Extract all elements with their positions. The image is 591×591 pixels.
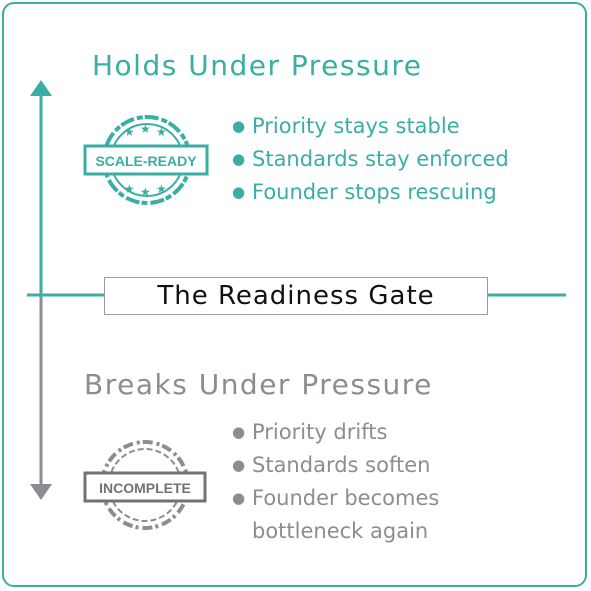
svg-text:★: ★ bbox=[124, 125, 135, 139]
gate-box: The Readiness Gate bbox=[104, 277, 488, 315]
top-heading: Holds Under Pressure bbox=[92, 49, 423, 82]
gate-label: The Readiness Gate bbox=[157, 281, 435, 311]
top-bullet-list: Priority stays stable Standards stay enf… bbox=[232, 110, 509, 209]
top-bullet-item: Priority stays stable bbox=[232, 110, 509, 143]
top-bullet-item: Standards stay enforced bbox=[232, 143, 509, 176]
svg-text:★: ★ bbox=[124, 182, 135, 196]
bottom-bullet-item: Founder becomes bottleneck again bbox=[232, 482, 477, 548]
incomplete-stamp-label: INCOMPLETE bbox=[99, 480, 191, 496]
svg-text:★: ★ bbox=[156, 125, 167, 139]
top-bullet-item: Founder stops rescuing bbox=[232, 176, 509, 209]
bottom-bullet-item: Priority drifts bbox=[232, 416, 477, 449]
svg-text:★: ★ bbox=[140, 185, 151, 199]
diagram-frame bbox=[2, 2, 587, 587]
scale-ready-stamp-icon: ★ ★ ★ ★ ★ ★ SCALE-READY bbox=[83, 115, 209, 205]
scale-ready-stamp-label: SCALE-READY bbox=[95, 153, 197, 169]
bottom-heading: Breaks Under Pressure bbox=[84, 368, 433, 401]
arrow-down-icon bbox=[30, 484, 52, 500]
svg-text:★: ★ bbox=[140, 122, 151, 136]
bottom-bullet-item: Standards soften bbox=[232, 449, 477, 482]
arrow-up-icon bbox=[30, 80, 52, 96]
incomplete-stamp-icon: INCOMPLETE bbox=[83, 440, 207, 530]
svg-text:★: ★ bbox=[156, 182, 167, 196]
bottom-bullet-list: Priority drifts Standards soften Founder… bbox=[232, 416, 477, 548]
